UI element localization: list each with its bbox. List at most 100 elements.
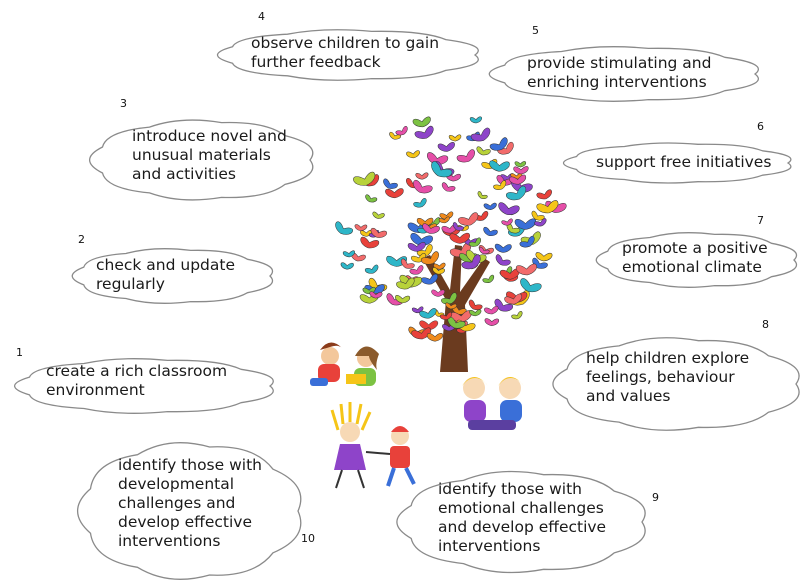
butterfly [360, 236, 380, 249]
butterfly [406, 150, 420, 159]
butterfly [354, 224, 368, 232]
butterfly [514, 161, 527, 168]
butterfly [469, 309, 482, 317]
butterfly [383, 178, 398, 189]
butterfly [401, 258, 415, 269]
butterfly [342, 250, 355, 258]
cloud-shape [216, 29, 479, 81]
butterfly [468, 237, 481, 247]
butterfly [426, 332, 444, 342]
butterfly [483, 227, 498, 236]
butterfly [479, 246, 490, 255]
step-2-number: 2 [78, 233, 85, 246]
step-8-text: help children explore feelings, behaviou… [586, 349, 750, 405]
cloud-shape [76, 442, 302, 580]
butterfly [414, 125, 434, 139]
cloud-shape [396, 470, 646, 574]
butterfly [432, 267, 445, 275]
step-7-text: promote a positive emotional climate [622, 239, 768, 276]
cloud-step-2: check and update regularly [71, 246, 274, 306]
cloud-shape [552, 337, 800, 431]
cloud-step-5: provide stimulating and enriching interv… [488, 44, 760, 104]
butterfly [483, 202, 497, 210]
butterfly [385, 188, 404, 199]
butterfly [458, 212, 479, 226]
butterfly [484, 305, 499, 315]
butterfly [372, 211, 385, 219]
butterfly [413, 198, 427, 208]
cloud-shape [595, 232, 798, 288]
butterfly [461, 254, 481, 270]
butterfly [514, 218, 537, 230]
step-6-text: support free initiatives [596, 153, 772, 171]
step-7-number: 7 [757, 214, 764, 227]
butterfly [395, 295, 411, 304]
butterfly [353, 171, 376, 186]
butterfly [520, 278, 542, 293]
butterfly [509, 174, 526, 185]
butterfly [431, 289, 445, 297]
cloud-shape [88, 119, 314, 201]
butterfly [441, 182, 456, 192]
butterfly [494, 243, 512, 253]
butterfly [511, 311, 523, 320]
butterfly [469, 116, 483, 124]
step-4-text: observe children to gain further feedbac… [251, 34, 440, 71]
step-6-number: 6 [757, 120, 764, 133]
step-1-text: create a rich classroom environment [46, 362, 228, 399]
butterfly [476, 146, 491, 156]
cloud-step-1: create a rich classroom environment [13, 356, 274, 416]
butterfly [489, 137, 508, 151]
butterfly [407, 242, 426, 252]
cloud-step-6: support free initiatives [562, 140, 792, 186]
cloud-step-7: promote a positive emotional climate [595, 230, 798, 290]
cloud-step-10: identify those with developmental challe… [76, 442, 302, 580]
step-3-text: introduce novel and unusual materials an… [132, 127, 287, 183]
butterfly [456, 149, 475, 163]
butterfly [396, 277, 415, 290]
butterfly [493, 180, 507, 190]
butterfly [441, 292, 457, 305]
butterfly [452, 222, 464, 231]
butterfly [340, 262, 354, 270]
girls-hugging-image [462, 377, 524, 430]
step-1-number: 1 [16, 346, 23, 359]
step-3-number: 3 [120, 97, 127, 110]
butterfly [419, 308, 437, 319]
cloud-shape [488, 46, 760, 102]
step-8-number: 8 [762, 318, 769, 331]
cloud-shape [13, 358, 274, 414]
butterfly [439, 312, 453, 320]
cloud-step-4: observe children to gain further feedbac… [216, 27, 479, 83]
cloud-step-8: help children explore feelings, behaviou… [552, 336, 800, 432]
butterfly [438, 216, 450, 224]
children-dancing-image [330, 402, 416, 489]
butterfly [536, 189, 552, 200]
butterfly [395, 126, 408, 136]
step-10-text: identify those with developmental challe… [118, 456, 262, 550]
butterfly [535, 252, 553, 262]
butterfly [365, 194, 378, 203]
butterfly [431, 161, 453, 178]
butterfly [484, 318, 500, 326]
butterfly [369, 291, 383, 299]
butterfly [448, 134, 462, 142]
butterfly [536, 200, 559, 214]
butterfly [422, 223, 440, 234]
step-5-text: provide stimulating and enriching interv… [527, 54, 712, 91]
butterfly [494, 298, 513, 312]
step-9-text: identify those with emotional challenges… [438, 480, 607, 555]
step-2-text: check and update regularly [96, 256, 236, 293]
butterfly [449, 232, 470, 244]
butterfly [489, 160, 510, 172]
butterfly [531, 210, 545, 221]
butterfly [470, 127, 491, 142]
butterfly [506, 185, 527, 201]
butterfly [501, 218, 513, 226]
butterfly [515, 263, 537, 276]
butterfly [415, 172, 429, 180]
butterfly [413, 180, 433, 194]
cloud-step-3: introduce novel and unusual materials an… [88, 118, 314, 202]
butterfly [504, 293, 522, 305]
butterfly [513, 166, 529, 175]
